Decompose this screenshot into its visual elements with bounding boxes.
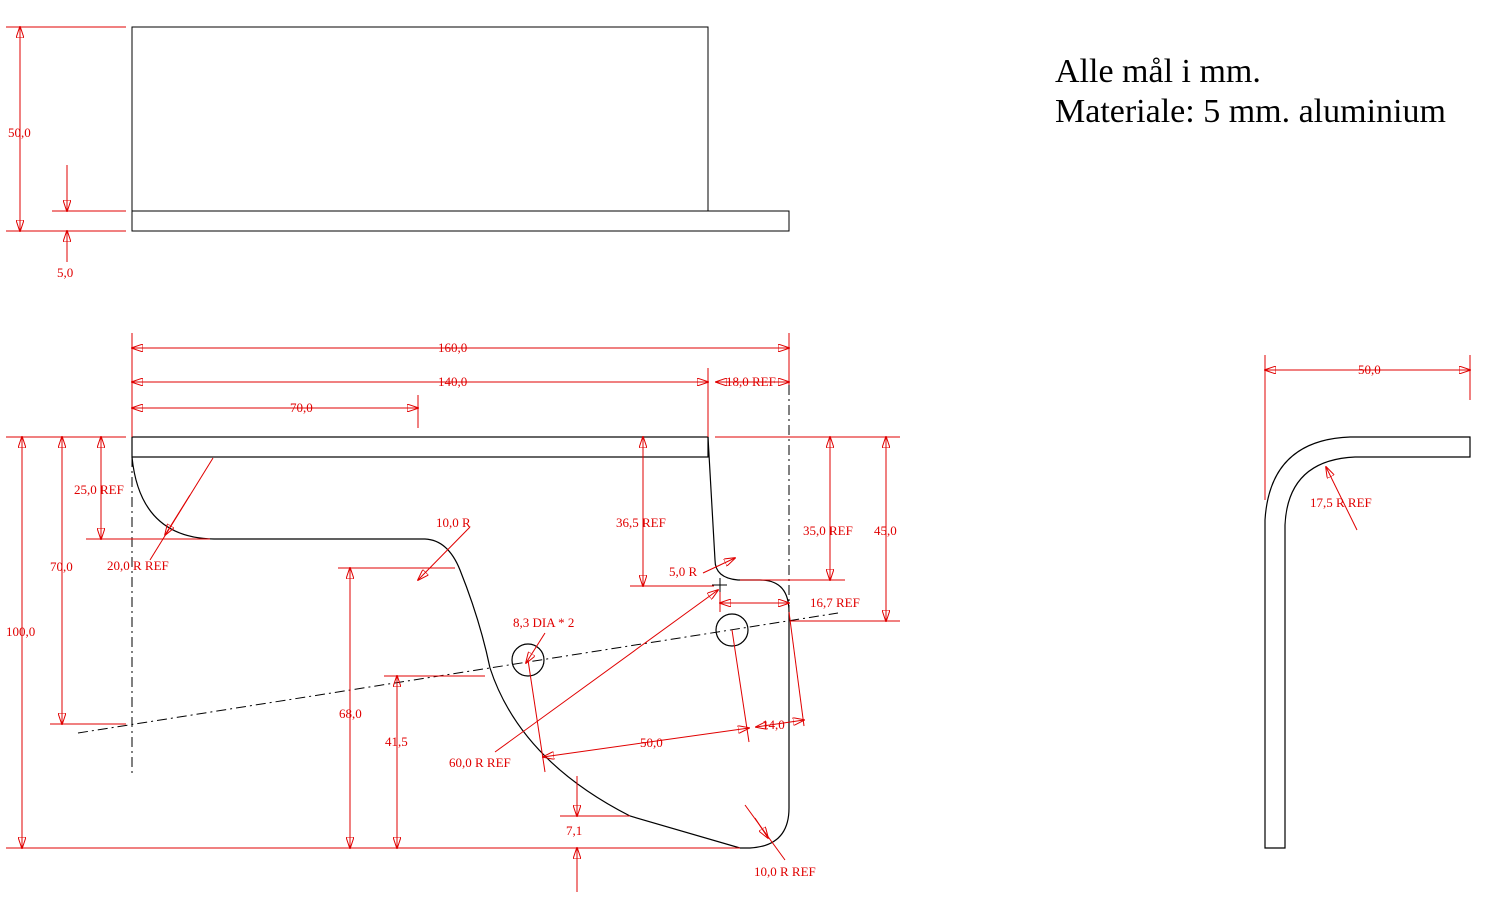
top-view-outline xyxy=(131,26,790,232)
dim-top-thickness: 5,0 xyxy=(57,265,73,280)
dim-radius-10-ref: 10,0 R REF xyxy=(754,864,816,879)
side-view-dimensions xyxy=(1265,355,1470,531)
dim-side-width: 50,0 xyxy=(1358,362,1381,377)
dim-half-length: 70,0 xyxy=(290,400,313,415)
top-view-dimensions xyxy=(6,27,126,262)
top-view: 50,0 5,0 xyxy=(6,26,790,280)
dim-height-41-5: 41,5 xyxy=(385,734,408,749)
dim-side-radius: 17,5 R REF xyxy=(1310,495,1372,510)
dim-radius-20: 20,0 R REF xyxy=(107,558,169,573)
dim-radius-60: 60,0 R REF xyxy=(449,755,511,770)
material-note: Materiale: 5 mm. aluminium xyxy=(1055,93,1446,130)
side-view: 50,0 17,5 R REF xyxy=(1264,355,1471,849)
dim-flange-length: 140,0 xyxy=(438,374,467,389)
dim-radius-5: 5,0 R xyxy=(669,564,698,579)
dim-total-height: 100,0 xyxy=(6,624,35,639)
dim-hole-spec: 8,3 DIA * 2 xyxy=(513,615,574,630)
dim-overall-length: 160,0 xyxy=(438,340,467,355)
dim-radius-10: 10,0 R xyxy=(436,515,471,530)
dim-hole-spacing: 50,0 xyxy=(640,735,663,750)
front-view-dimensions xyxy=(6,333,900,892)
front-view-outline xyxy=(131,436,790,849)
dim-offset-7-1: 7,1 xyxy=(566,823,582,838)
dim-top-height: 50,0 xyxy=(8,125,31,140)
center-lines xyxy=(77,385,839,775)
dim-left-depth-ref: 25,0 REF xyxy=(74,482,124,497)
dim-edge-14: 14,0 xyxy=(762,717,785,732)
dim-left-height: 70,0 xyxy=(50,559,73,574)
dim-offset-16-7: 16,7 REF xyxy=(810,595,860,610)
side-view-outline xyxy=(1264,436,1471,849)
dim-depth-36-5: 36,5 REF xyxy=(616,515,666,530)
dim-depth-35: 35,0 REF xyxy=(803,523,853,538)
dim-height-68: 68,0 xyxy=(339,706,362,721)
dim-depth-45: 45,0 xyxy=(874,523,897,538)
dim-bend-ref: 18,0 REF xyxy=(726,374,776,389)
front-view: 160,0 140,0 70,0 18,0 REF 25,0 REF 70,0 … xyxy=(6,333,900,892)
units-note: Alle mål i mm. xyxy=(1055,53,1261,90)
